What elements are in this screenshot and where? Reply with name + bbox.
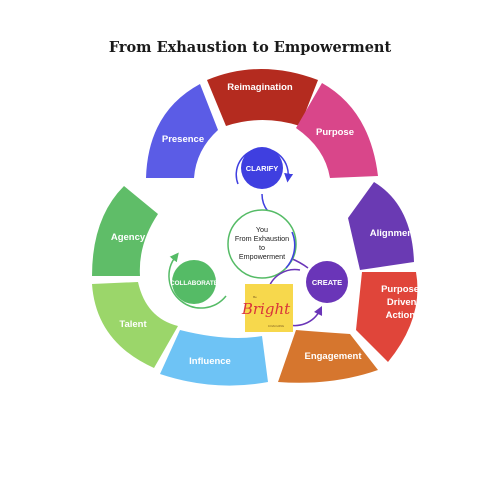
segment-label-engagement: Engagement <box>304 351 362 362</box>
segment-label-purpose-driven-line1: Purpose- <box>381 284 422 295</box>
logo-top-text: Be <box>253 295 257 299</box>
segment-alignment <box>348 182 414 270</box>
create-label: CREATE <box>312 278 342 287</box>
logo-script-text: Bright <box>241 300 291 318</box>
segment-label-purpose-driven: Purpose- Driven Actions <box>381 284 425 321</box>
segment-label-presence: Presence <box>162 134 204 145</box>
segment-label-reimagination: Reimagination <box>227 82 293 93</box>
segment-reimagination <box>207 69 318 126</box>
collaborate-hub <box>172 260 216 304</box>
segment-agency <box>92 186 158 276</box>
segment-purpose <box>296 83 378 178</box>
segment-label-influence: Influence <box>189 356 231 367</box>
segment-engagement <box>278 330 378 383</box>
logo-background <box>245 284 293 332</box>
collaborate-ring <box>168 252 227 309</box>
collaborate-label: COLLABORATE <box>170 280 218 287</box>
segment-label-agency: Agency <box>111 232 146 243</box>
center-text-line3: to <box>259 243 265 252</box>
clarify-label: CLARIFY <box>246 164 279 173</box>
center-text-line4: Empowerment <box>239 252 285 261</box>
segment-label-alignment: Alignment <box>370 228 417 239</box>
segment-label-purpose-driven-line2: Driven <box>387 297 417 308</box>
center-text-line1: You <box>256 225 268 234</box>
center-circle-accent <box>285 231 296 269</box>
create-hub <box>306 261 348 303</box>
segment-label-talent: Talent <box>119 319 147 330</box>
clarify-hub <box>241 147 283 189</box>
segment-purpose-driven <box>356 272 418 362</box>
center-text-line2: From Exhaustion <box>235 234 289 243</box>
segment-label-purpose-driven-line3: Actions <box>386 310 421 321</box>
diagram-title: From Exhaustion to Empowerment <box>108 39 392 56</box>
segment-label-purpose: Purpose <box>316 127 354 138</box>
segment-talent <box>92 282 178 368</box>
segment-presence <box>146 84 218 178</box>
center-circle <box>227 209 297 279</box>
logo-bottom-text: COACHING <box>268 324 285 328</box>
segment-influence <box>160 330 268 386</box>
